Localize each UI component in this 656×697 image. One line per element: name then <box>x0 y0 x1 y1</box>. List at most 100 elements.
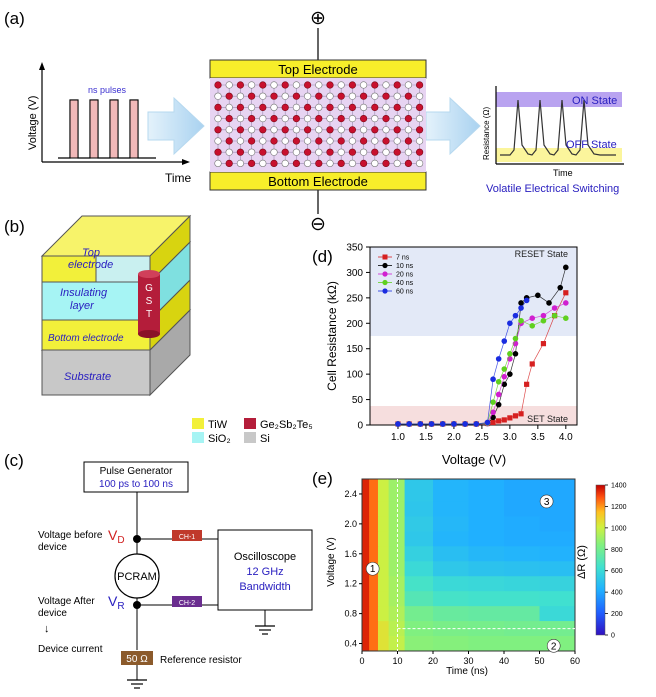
lattice-atom-red <box>416 148 424 156</box>
heatmap-cell <box>404 546 434 562</box>
panel-c: Pulse Generator 100 ps to 100 ns PCRAM V… <box>38 461 313 689</box>
lattice-atom-white <box>337 81 345 89</box>
y-tick-label: 150 <box>346 344 363 355</box>
lattice-atom-white <box>259 137 267 145</box>
lattice-atom-white <box>248 103 256 111</box>
lattice-atom-red <box>248 114 256 123</box>
data-point <box>518 300 524 306</box>
heatmap-cell <box>377 546 390 562</box>
lattice-atom-white <box>214 114 222 123</box>
legend-label-si: Si <box>260 433 270 445</box>
heatmap-cell <box>539 606 576 622</box>
heatmap-cell <box>433 636 469 652</box>
material-legend: TiW Ge₂Sb₂Te₅ SiO₂ Si <box>192 418 313 445</box>
lattice-atom-red <box>348 148 357 156</box>
lattice-atom-red <box>248 92 256 100</box>
lattice-atom-white <box>270 126 278 134</box>
lattice-atom-red <box>326 148 334 156</box>
lattice-atom-white <box>326 137 334 145</box>
chart-e-xlabel: Time (ns) <box>446 666 488 677</box>
lattice-atom-white <box>281 114 289 123</box>
pulse-2 <box>89 99 99 159</box>
heatmap-cell <box>404 636 434 652</box>
lattice-atom-red <box>404 159 413 167</box>
voltage-axis-label: Voltage (V) <box>27 96 39 150</box>
heatmap-cell <box>377 636 390 652</box>
panel-label-b: (b) <box>4 217 25 236</box>
switching-caption: Volatile Electrical Switching <box>486 183 619 195</box>
pulse-4 <box>129 99 139 159</box>
legend-swatch-si <box>244 432 256 443</box>
lattice-atom-white <box>259 92 267 100</box>
data-point <box>540 312 547 319</box>
legend-marker <box>382 288 388 294</box>
set-region <box>370 406 577 425</box>
lattice-atom-white <box>416 114 424 123</box>
heatmap-cell <box>362 621 370 637</box>
resistor-value: 50 Ω <box>126 654 148 665</box>
ch1-label: CH-1 <box>179 534 195 541</box>
lattice-atom-white <box>225 81 233 89</box>
lattice-atom-red <box>214 103 222 111</box>
chart-e-ylabel: Voltage (V) <box>326 537 337 586</box>
pulse-3 <box>109 99 119 159</box>
lattice-atom-red <box>292 92 301 100</box>
lattice-atom-red <box>382 114 390 123</box>
lattice-atom-red <box>393 103 401 111</box>
voltage-after-label-2: device <box>38 608 67 619</box>
x-tick-label: 0 <box>359 656 364 666</box>
heatmap-cell <box>504 479 540 502</box>
heatmap-cell <box>404 576 434 592</box>
lattice-atom-red <box>326 126 334 134</box>
lattice-atom-white <box>304 92 312 100</box>
top-electrode-label-2: electrode <box>68 259 113 271</box>
heatmap-cell <box>504 636 540 652</box>
heatmap-cell <box>504 621 540 637</box>
device-current-label: Device current <box>38 644 103 655</box>
substrate-label: Substrate <box>64 371 111 383</box>
lattice-atom-white <box>281 159 289 167</box>
lattice-atom-red <box>259 81 267 89</box>
heatmap-cell <box>433 561 469 577</box>
gst-letter-s: S <box>146 296 153 307</box>
lattice-atom-white <box>416 137 424 145</box>
data-point <box>512 312 519 319</box>
lattice-atom-red <box>371 148 379 156</box>
gst-cylinder <box>138 274 160 334</box>
legend-marker <box>382 271 388 277</box>
lattice-atom-white <box>416 159 424 167</box>
lattice-atom-white <box>304 137 312 145</box>
lattice-atom-red <box>326 103 334 111</box>
heatmap-cell <box>433 479 469 502</box>
lattice-atom-white <box>259 114 267 123</box>
lattice-atom-white <box>337 126 345 134</box>
heatmap-cell <box>377 516 390 532</box>
lattice-atom-white <box>360 148 368 156</box>
y-tick-label: 1.6 <box>344 549 357 559</box>
lattice-atom-red <box>348 126 357 134</box>
lattice-atom-red <box>270 137 278 145</box>
lattice-atom-red <box>225 159 233 167</box>
data-point <box>496 418 502 424</box>
data-point <box>507 371 513 377</box>
x-tick-label: 50 <box>534 656 544 666</box>
lattice-atom-red <box>292 114 301 123</box>
lattice-atom-white <box>304 114 312 123</box>
heatmap-cell <box>377 561 390 577</box>
data-point <box>490 414 496 421</box>
data-point <box>523 297 530 304</box>
lattice-atom-red <box>360 92 368 100</box>
region-marker-label: 3 <box>544 497 550 508</box>
y-tick-label: 0.8 <box>344 609 357 619</box>
on-state-band <box>496 92 622 107</box>
heatmap-cell <box>539 576 576 592</box>
heatmap-cell <box>362 546 370 562</box>
pcram-device <box>114 553 160 599</box>
lattice-atom-white <box>393 92 401 100</box>
pulse-plot: ns pulses Voltage (V) Time <box>27 62 192 185</box>
lattice-atom-white <box>281 92 289 100</box>
colorbar-tick-label: 800 <box>611 547 623 554</box>
vd-symbol: VD <box>108 527 125 546</box>
lattice-atom-red <box>214 81 222 89</box>
heatmap-cell <box>433 516 469 532</box>
